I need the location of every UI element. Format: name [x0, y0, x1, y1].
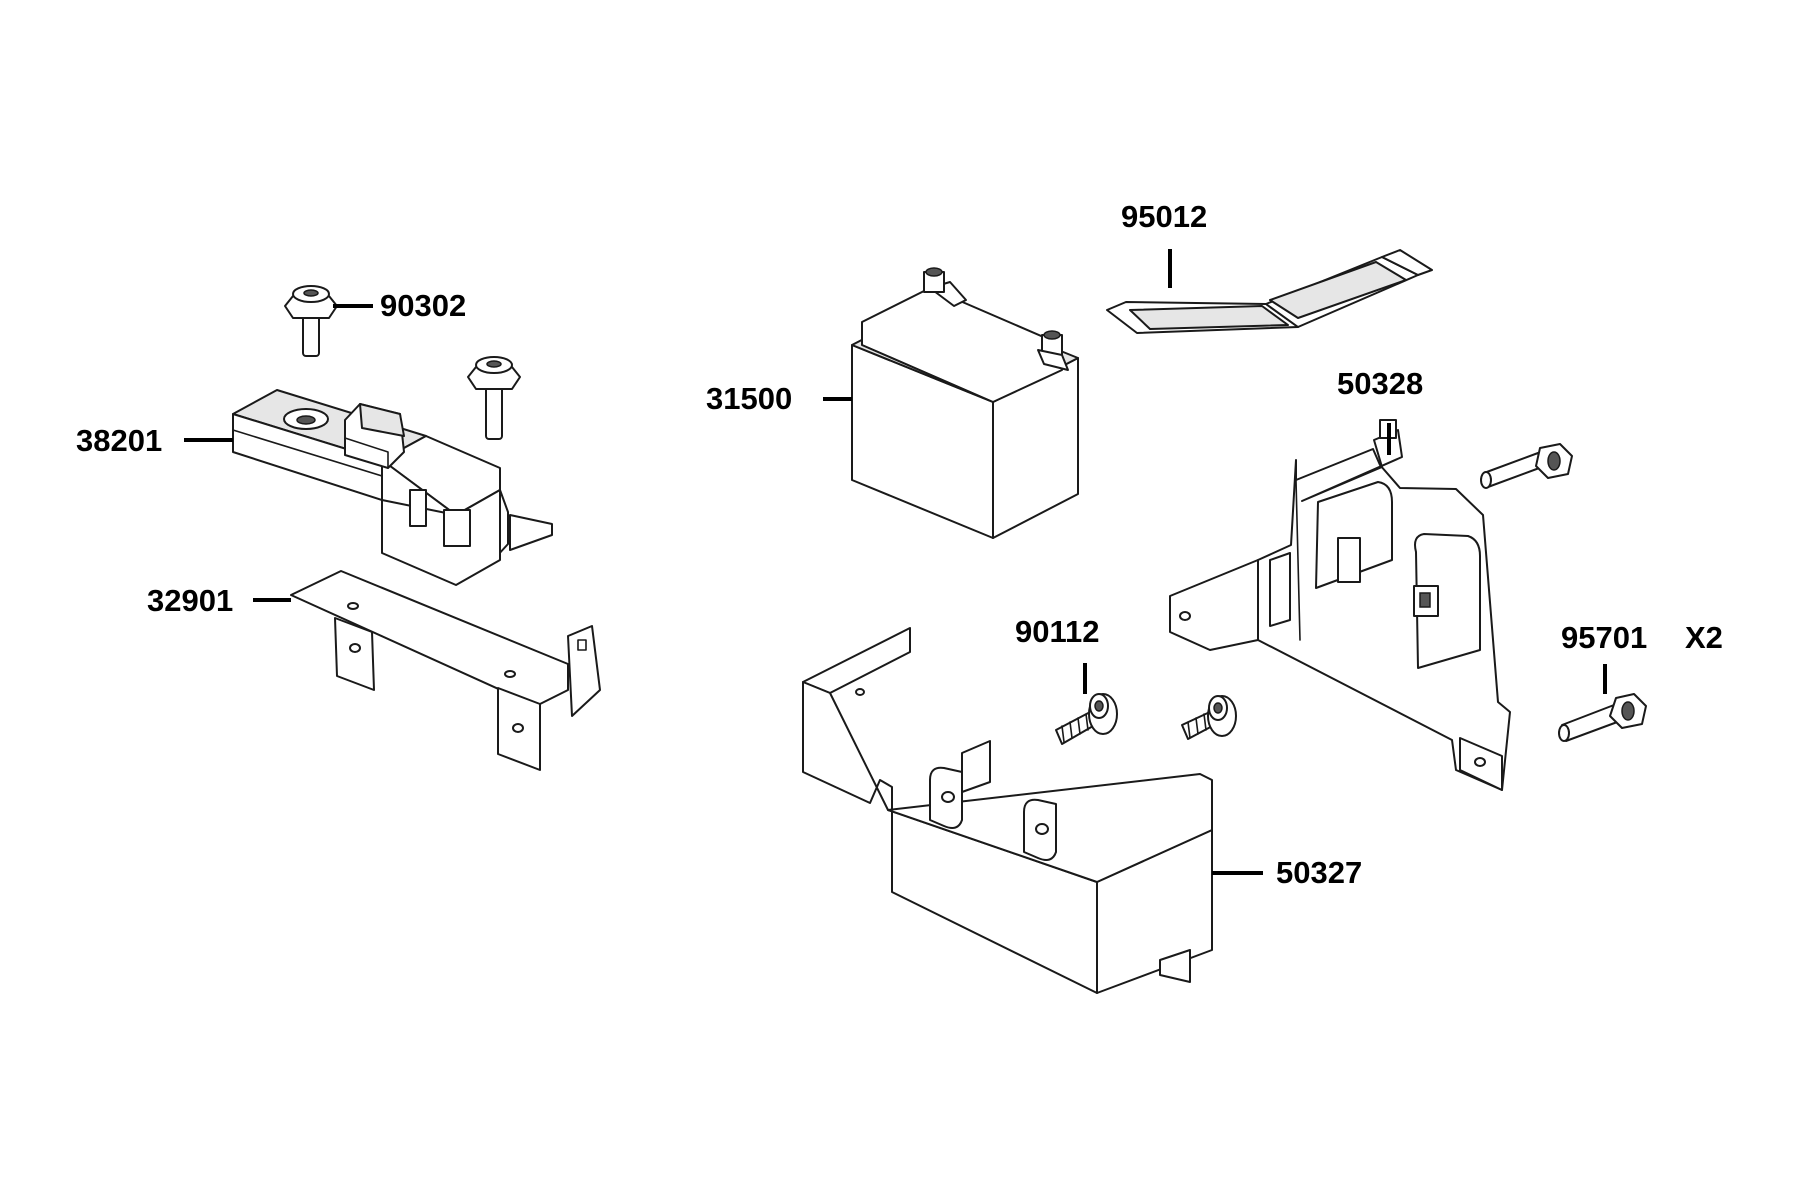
callout-50328: 50328	[1337, 366, 1424, 401]
callout-90302: 90302	[380, 288, 467, 323]
bolt-95701-a	[1480, 443, 1573, 489]
bracket-50328	[1169, 419, 1511, 791]
callout-32901: 32901	[147, 583, 234, 618]
callout-95701-quantity: X2	[1685, 620, 1723, 655]
callout-90112: 90112	[1015, 614, 1100, 649]
bolt-95701-b	[1558, 693, 1647, 742]
callout-95012: 95012	[1121, 199, 1208, 234]
cover-38201	[232, 389, 553, 586]
bolt-90302-a	[284, 285, 338, 357]
callout-31500: 31500	[706, 381, 793, 416]
callout-50327: 50327	[1276, 855, 1363, 890]
bolt-90302-b	[467, 356, 521, 440]
callout-95701: 95701	[1561, 620, 1648, 655]
battery-31500	[851, 267, 1079, 539]
bracket-32901	[290, 570, 601, 771]
screw-90112-b	[1181, 695, 1237, 740]
strap-95012	[1106, 249, 1433, 334]
callout-38201: 38201	[76, 423, 163, 458]
screw-90112-a	[1055, 693, 1118, 745]
tray-50327	[802, 627, 1213, 994]
